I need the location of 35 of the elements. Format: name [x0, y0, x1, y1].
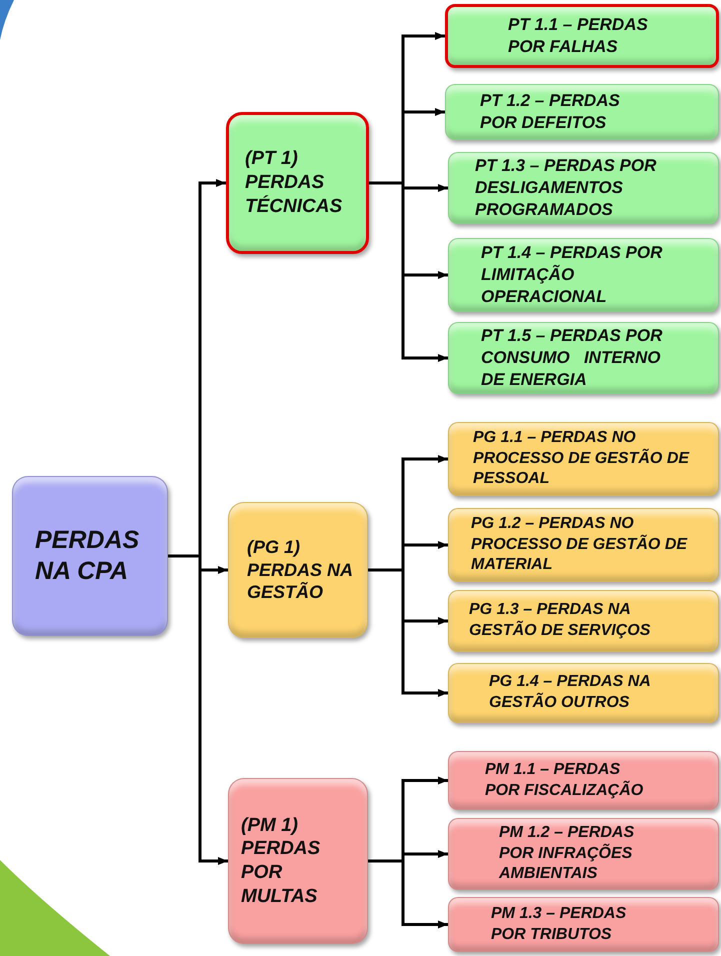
category-box — [226, 112, 369, 254]
box-label: PG 1.2 – PERDAS NO PROCESSO DE GESTÃO DE MATERIAL — [471, 514, 688, 576]
subcategory-box — [445, 4, 719, 68]
subcategory-box — [448, 751, 719, 810]
box-label: PM 1.3 – PERDAS POR TRIBUTOS — [491, 904, 628, 944]
root-box — [12, 476, 168, 636]
box-label: PG 1.3 – PERDAS NA GESTÃO DE SERVIÇOS — [469, 600, 652, 641]
subcategory-box — [448, 590, 719, 652]
box-label: PT 1.4 – PERDAS POR LIMITAÇÃO OPERACIONAL — [481, 242, 664, 308]
box-label: (PG 1) PERDAS NA GESTÃO — [247, 536, 354, 604]
category-box — [228, 778, 368, 944]
subcategory-box — [448, 663, 719, 723]
category-box — [228, 502, 368, 638]
box-label: PG 1.1 – PERDAS NO PROCESSO DE GESTÃO DE PESSOAL — [473, 428, 690, 490]
connector-arrow — [368, 568, 448, 697]
box-label: PM 1.2 – PERDAS POR INFRAÇÕES AMBIENTAIS — [499, 822, 636, 884]
subcategory-box — [448, 818, 719, 890]
box-label: PT 1.2 – PERDAS POR DEFEITOS — [480, 90, 621, 134]
subcategory-box — [448, 238, 719, 312]
subcategory-box — [445, 84, 719, 140]
box-label: (PM 1) PERDAS POR MULTAS — [241, 814, 322, 908]
box-label: PM 1.1 – PERDAS POR FISCALIZAÇÃO — [485, 760, 644, 800]
box-label: PT 1.5 – PERDAS POR CONSUMO INTERNO DE ENERGIA — [481, 324, 664, 392]
box-label: PG 1.4 – PERDAS NA GESTÃO OUTROS — [489, 672, 652, 713]
box-label: PERDAS NA CPA — [35, 524, 140, 587]
box-label: PT 1.3 – PERDAS POR DESLIGAMENTOS PROGRAMADOS — [475, 154, 658, 222]
subcategory-box — [448, 422, 719, 496]
box-label: (PT 1) PERDAS TÉCNICAS — [245, 147, 344, 219]
subcategory-box — [448, 322, 719, 394]
box-label: PT 1.1 – PERDAS POR FALHAS — [508, 14, 649, 58]
subcategory-box — [448, 508, 719, 582]
subcategory-box — [448, 152, 719, 224]
connector-arrow — [168, 554, 228, 865]
connector-arrow — [368, 860, 448, 928]
subcategory-box — [448, 897, 719, 952]
